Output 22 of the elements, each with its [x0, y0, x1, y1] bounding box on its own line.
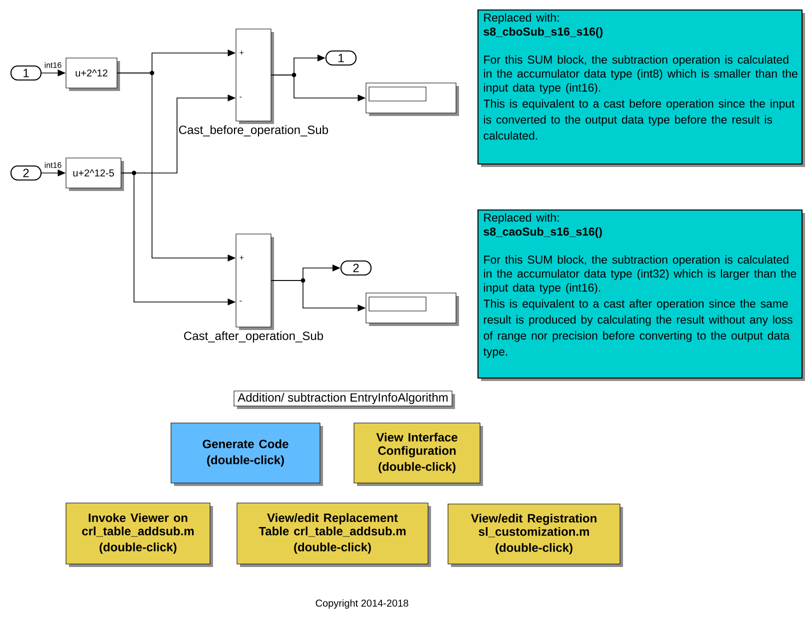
- button-box: View/edit Replacement Table crl_table_addsub.m (double-click): [236, 502, 431, 567]
- sum-block: + - Cast_after_operation_Sub: [184, 234, 324, 342]
- edge-label: int16: [44, 161, 62, 169]
- node-label: Cast_before_operation_Sub: [179, 125, 328, 136]
- button-box: Generate Code (double-click): [170, 422, 323, 486]
- note-box: Replaced with: s8_caoSub_s16_s16() For this SUM block, the subtraction operation is calculated in the accumulator data type (int32) which is larger than the input data type (int16). This is equivalent to a cast after operation since the same result is produced by calculating the result without any loss of range nor precision before converting to the output data type.: [477, 209, 805, 381]
- port-pill: 1: [325, 50, 357, 66]
- button-box: View Interface Configuration (double-click): [354, 422, 483, 486]
- copyright-note: Copyright 2014-2018: [316, 599, 408, 609]
- gain-block: u+2^12: [66, 58, 120, 91]
- button-box: View/edit Registration sl_customization.m (double-click): [448, 504, 623, 567]
- port-pill: 2: [340, 260, 372, 276]
- button-box: Invoke Viewer on crl_table_addsub.m (double-click): [66, 502, 213, 567]
- display-block: [366, 82, 459, 116]
- display-block: [366, 292, 459, 326]
- port-pill: 2: [10, 165, 42, 181]
- title-box: Addition/ subtraction EntryInfoAlgorithm: [234, 390, 455, 409]
- note-box: Replaced with: s8_cboSub_s16_s16() For this SUM block, the subtraction operation is calculated in the accumulator data type (int8) which is smaller than the input data type (int16). This is equivalent to a cast before operation since the input is converted to the output data type before the result is calculated.: [477, 9, 805, 167]
- edge-label: int16: [44, 61, 62, 69]
- port-pill: 1: [10, 65, 42, 81]
- gain-block: u+2^12-5: [66, 158, 124, 191]
- node-label: Cast_after_operation_Sub: [184, 331, 324, 342]
